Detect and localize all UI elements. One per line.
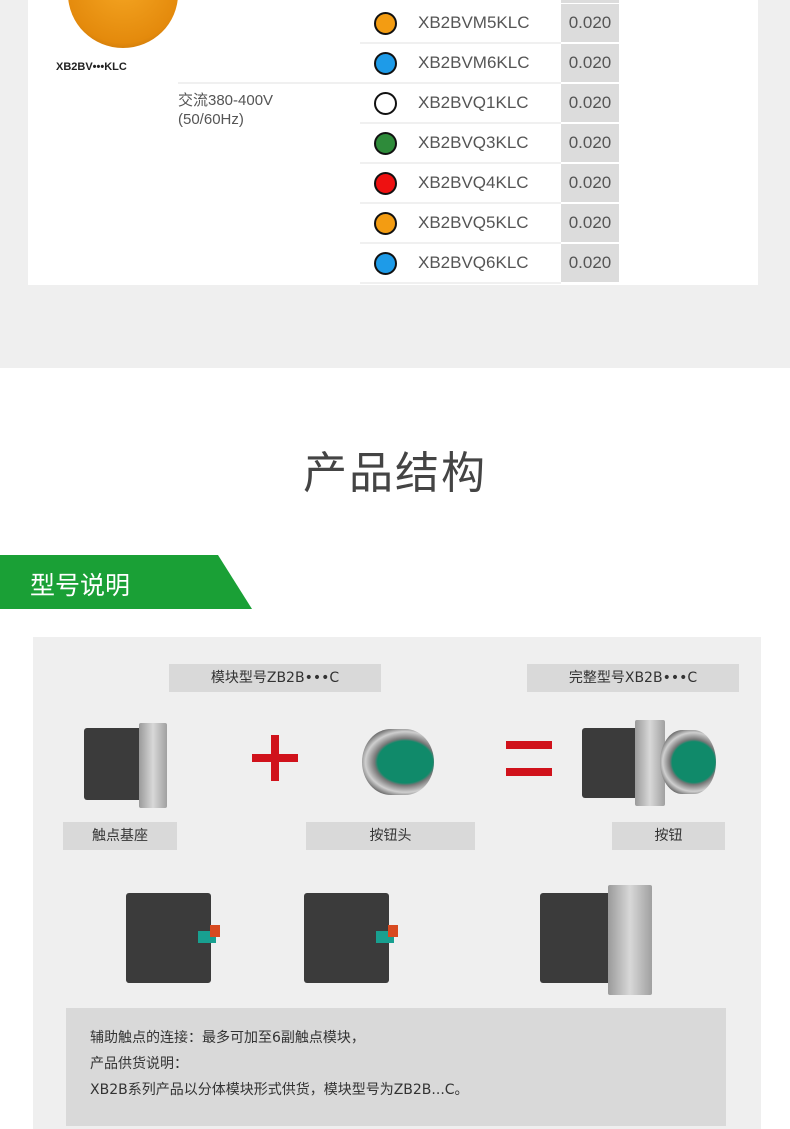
model-number: XB2BVQ6KLC <box>418 253 529 272</box>
table-row: XB2BVQ4KLC 0.020 <box>360 164 620 202</box>
banner-label: 型号说明 <box>30 571 131 600</box>
row-divider <box>360 162 561 164</box>
color-dot-icon <box>374 212 397 235</box>
row-divider <box>360 242 561 244</box>
weight-value: 0.020 <box>561 44 619 82</box>
button-label: 按钮 <box>612 822 725 850</box>
button-head-image <box>362 729 434 795</box>
color-dot-icon <box>374 172 397 195</box>
module-model-label: 模块型号ZB2B•••C <box>169 664 381 692</box>
row-divider <box>360 122 561 124</box>
color-dot-icon <box>374 252 397 275</box>
frequency-line: (50/60Hz) <box>178 111 244 128</box>
model-number: XB2BVQ4KLC <box>418 173 529 192</box>
table-row: XB2BVQ3KLC 0.020 <box>360 124 620 162</box>
description-note: 辅助触点的连接：最多可加至6副触点模块， 产品供货说明： XB2B系列产品以分体… <box>66 1008 726 1126</box>
weight-value: 0.020 <box>561 244 619 282</box>
note-line: XB2B系列产品以分体模块形式供货，模块型号为ZB2B...C。 <box>90 1082 469 1098</box>
note-line: 产品供货说明： <box>90 1056 188 1072</box>
button-head-label: 按钮头 <box>306 822 475 850</box>
contact-base-label: 触点基座 <box>63 822 177 850</box>
row-divider <box>360 282 561 284</box>
product-caption: XB2BV•••KLC <box>56 61 127 73</box>
table-row: XB2BVQ6KLC 0.020 <box>360 244 620 282</box>
color-dot-icon <box>374 52 397 75</box>
table-row: XB2BVQ5KLC 0.020 <box>360 204 620 242</box>
color-dot-icon <box>374 12 397 35</box>
voltage-line: 交流380-400V <box>178 92 274 109</box>
equals-icon <box>506 741 552 777</box>
section-banner: 型号说明 <box>0 555 252 609</box>
divider <box>178 82 360 84</box>
plus-icon <box>252 735 298 781</box>
table-row: XB2BVQ1KLC 0.020 <box>360 84 620 122</box>
model-number: XB2BVM5KLC <box>418 13 530 32</box>
weight-value: 0.020 <box>561 164 619 202</box>
table-row: XB2BVM6KLC 0.020 <box>360 44 620 82</box>
weight-value: 0.020 <box>561 124 619 162</box>
weight-value: 0.020 <box>561 204 619 242</box>
model-number: XB2BVQ3KLC <box>418 133 529 152</box>
row-divider <box>360 82 561 84</box>
model-number: XB2BVQ5KLC <box>418 213 529 232</box>
color-dot-icon <box>374 132 397 155</box>
model-number: XB2BVQ1KLC <box>418 93 529 112</box>
model-number: XB2BVM6KLC <box>418 53 530 72</box>
section-title: 产品结构 <box>303 448 487 499</box>
complete-model-label: 完整型号XB2B•••C <box>527 664 739 692</box>
row-divider <box>360 42 561 44</box>
weight-value: 0.020 <box>561 4 619 42</box>
weight-value: 0.020 <box>561 84 619 122</box>
color-dot-icon <box>374 92 397 115</box>
table-row: XB2BVM5KLC 0.020 <box>360 4 620 42</box>
row-divider <box>360 202 561 204</box>
voltage-label: 交流380-400V (50/60Hz) <box>178 91 273 129</box>
note-line: 辅助触点的连接：最多可加至6副触点模块， <box>90 1030 365 1046</box>
